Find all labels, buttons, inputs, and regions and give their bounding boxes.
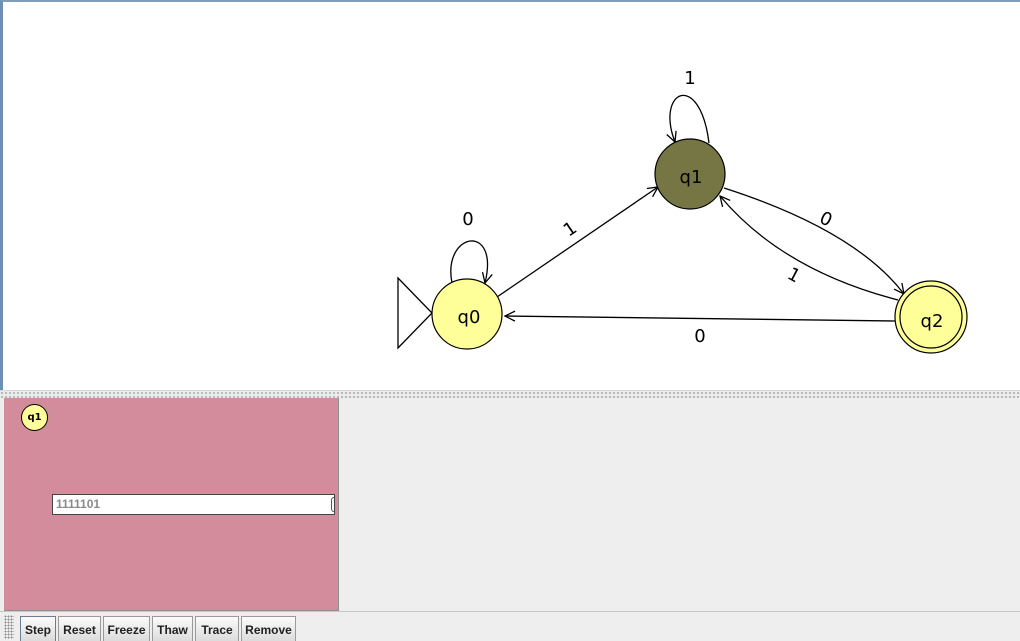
transition-label-q2-q1: 1	[784, 263, 804, 287]
transition-q2-q0[interactable]	[505, 316, 896, 321]
tape-caret-icon	[331, 497, 334, 512]
trace-button[interactable]: Trace	[195, 616, 239, 641]
transition-label-q1-q1: 1	[684, 68, 695, 89]
transition-label-q0-q1: 1	[560, 218, 581, 242]
transition-q1-q2[interactable]	[723, 187, 904, 294]
state-label-q1: q1	[680, 167, 703, 188]
transition-label-q0-q0: 0	[462, 209, 473, 230]
remove-button[interactable]: Remove	[241, 616, 296, 641]
initial-state-marker	[397, 276, 433, 350]
transition-q0-q0[interactable]	[450, 240, 488, 283]
step-button[interactable]: Step	[20, 616, 56, 641]
input-tape-text: 1111101	[56, 497, 101, 511]
state-q2[interactable]: q2	[894, 280, 968, 354]
automaton-canvas[interactable]: 0 1 1 0 1 0 q0 q1 q2	[0, 0, 1020, 390]
thaw-button[interactable]: Thaw	[152, 616, 193, 641]
split-pane-divider[interactable]	[0, 390, 1020, 398]
state-label-q0: q0	[458, 307, 481, 328]
state-q0[interactable]: q0	[431, 278, 503, 350]
transition-label-q2-q0: 0	[694, 326, 705, 347]
state-q1[interactable]: q1	[654, 138, 726, 210]
simulator-pane: q1 1111101	[0, 398, 1020, 611]
transition-q1-q1[interactable]	[670, 94, 710, 143]
input-tape-field: 1111101	[52, 494, 335, 515]
configuration-state-badge: q1	[21, 404, 48, 431]
reset-button[interactable]: Reset	[58, 616, 101, 641]
transition-q2-q1[interactable]	[720, 196, 899, 301]
freeze-button[interactable]: Freeze	[103, 616, 150, 641]
transition-label-q1-q2: 0	[816, 208, 835, 232]
simulator-toolbar: Step Reset Freeze Thaw Trace Remove	[0, 611, 1020, 641]
configuration-panel[interactable]: q1 1111101	[4, 398, 339, 611]
state-label-q2: q2	[921, 311, 944, 332]
toolbar-grip-icon[interactable]	[4, 615, 14, 639]
transition-q0-q1[interactable]	[496, 187, 658, 298]
